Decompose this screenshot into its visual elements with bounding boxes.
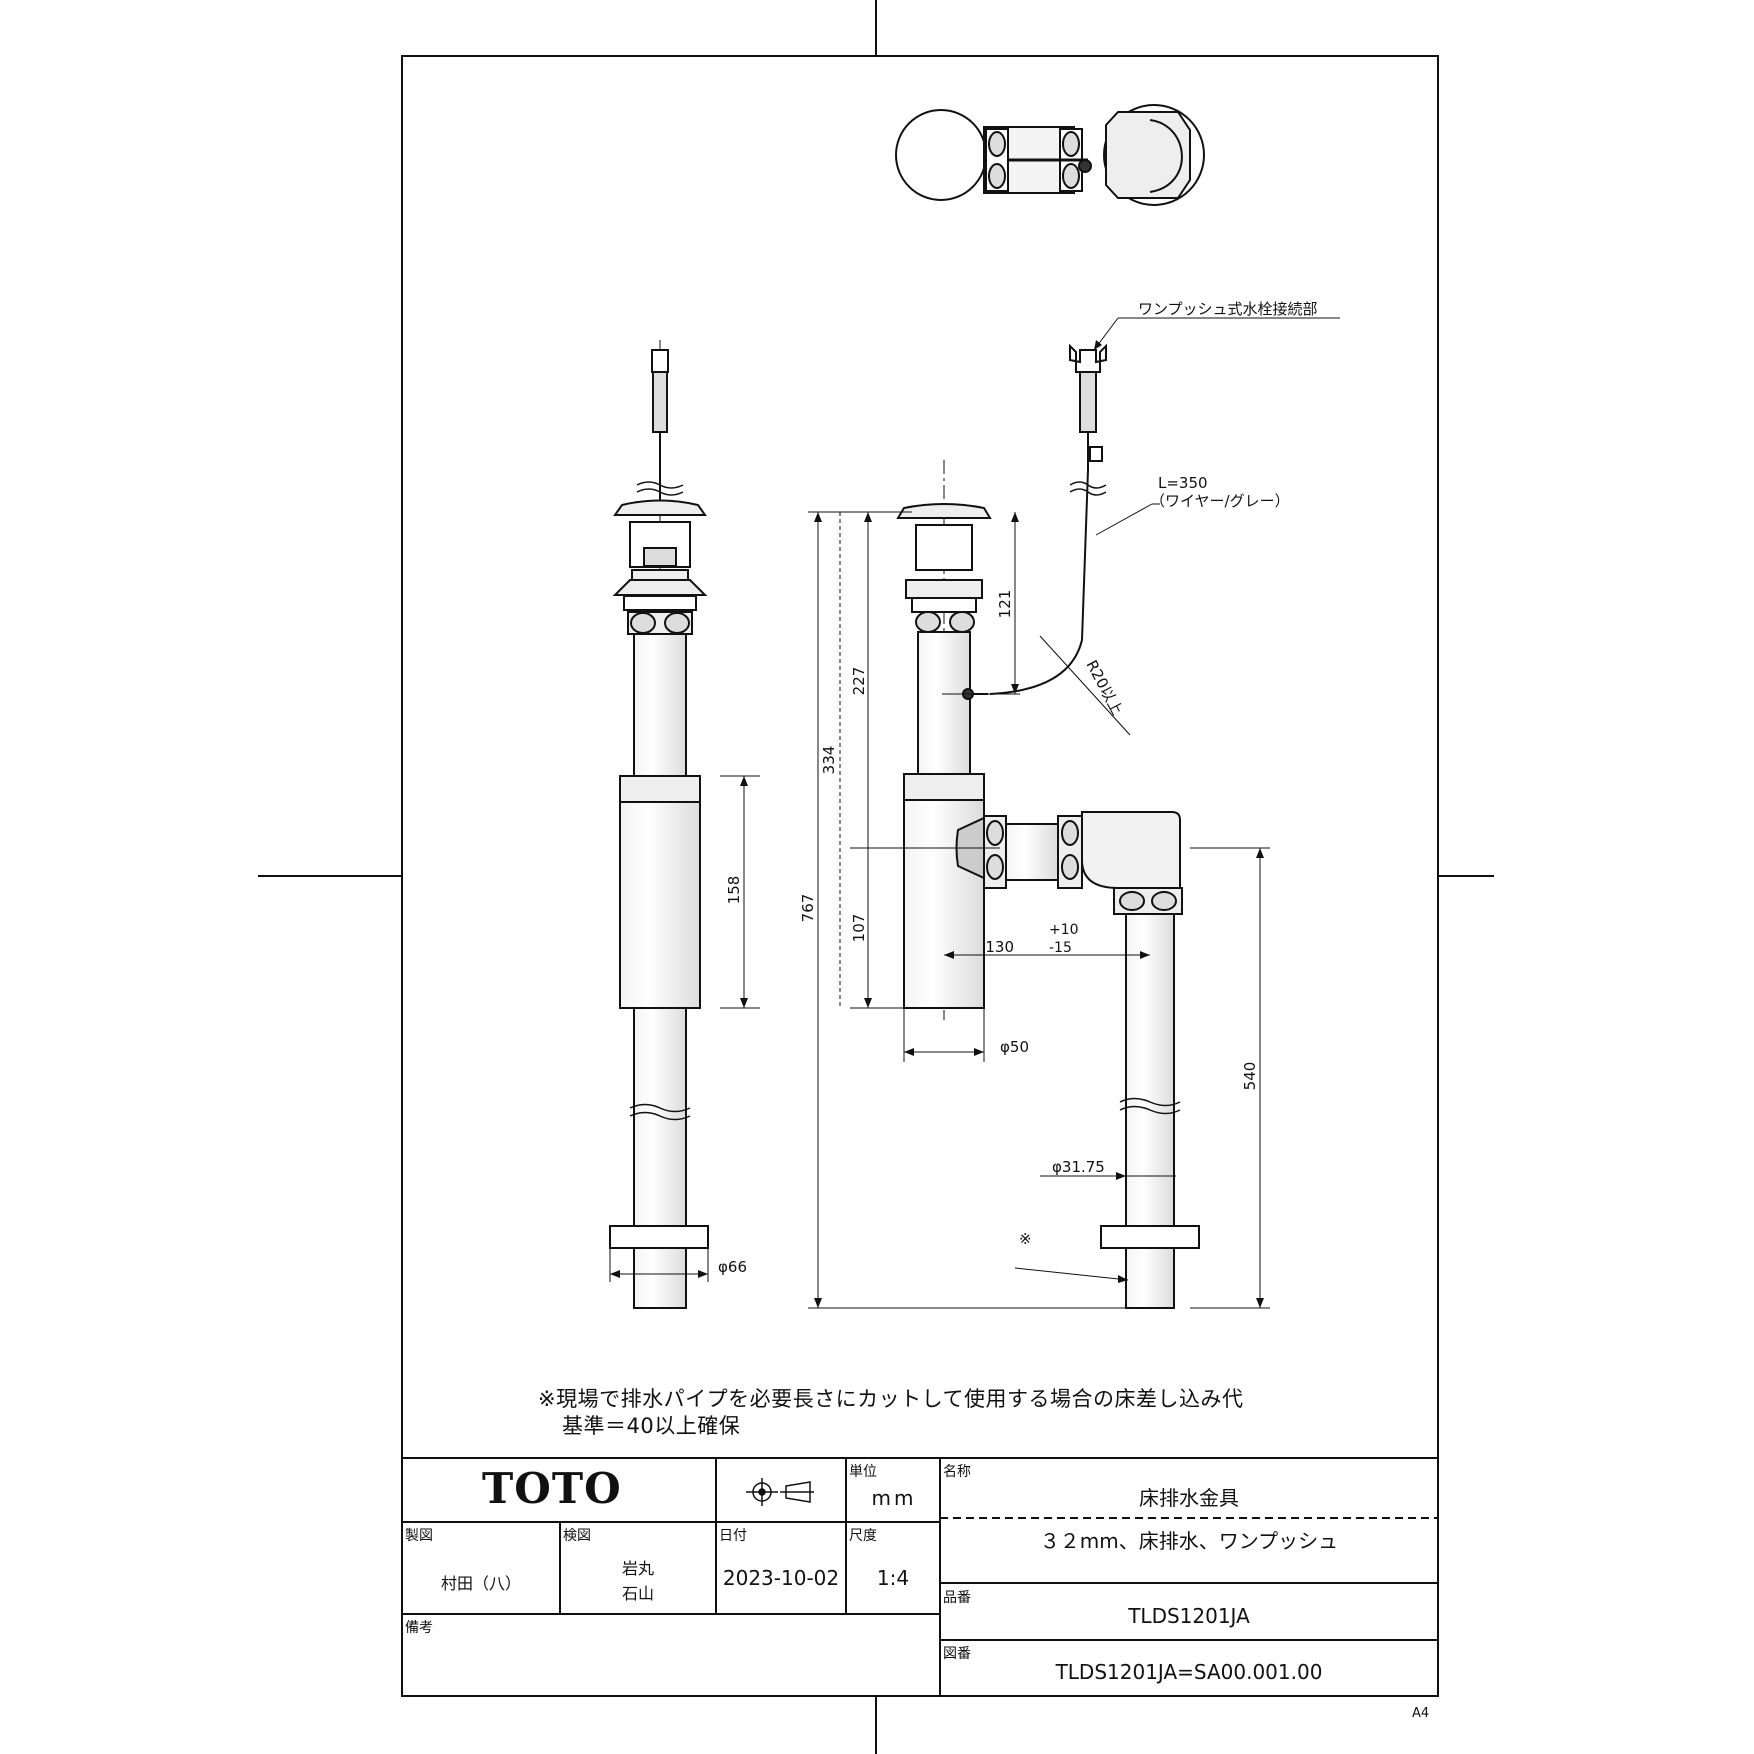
remarks-label: 備考 — [405, 1620, 433, 1636]
dim-phi31: φ31.75 — [1052, 1158, 1105, 1176]
callout-connector: ワンプッシュ式水栓接続部 — [1138, 300, 1318, 318]
scale-label: 尺度 — [849, 1528, 877, 1544]
drawn-value: 村田（八） — [440, 1574, 521, 1593]
dim-334: 334 — [820, 746, 838, 775]
checked-value-2: 石山 — [621, 1584, 654, 1603]
part-number-label: 品番 — [943, 1590, 971, 1606]
projection-symbol — [746, 1478, 814, 1506]
dim-767: 767 — [799, 894, 817, 923]
top-view — [895, 104, 1205, 206]
dim-phi50: φ50 — [1000, 1038, 1029, 1056]
callout-wire-desc: （ワイヤー/グレー） — [1150, 492, 1290, 510]
dimension-arrows — [610, 340, 1264, 1308]
drawing-number-label: 図番 — [943, 1646, 971, 1662]
dimension-lines — [609, 317, 1340, 1309]
dim-130: 130 — [985, 938, 1014, 956]
toto-logo: TOTO — [482, 1464, 622, 1513]
dim-121: 121 — [996, 590, 1014, 619]
name-label: 名称 — [943, 1464, 971, 1480]
dim-107: 107 — [850, 914, 868, 943]
checked-value-1: 岩丸 — [621, 1559, 654, 1578]
unit-value: mm — [871, 1486, 917, 1510]
name-value: 床排水金具 — [1139, 1486, 1239, 1510]
callout-bend-radius: R20以上 — [1082, 657, 1126, 718]
spec-value: ３２mm、床排水、ワンプッシュ — [1039, 1529, 1339, 1553]
dim-227: 227 — [850, 667, 868, 696]
dimension-texts: 121 227 334 767 107 158 540 130 +10 -15 … — [718, 300, 1318, 1276]
callout-cut-mark: ※ — [1019, 1230, 1032, 1248]
dim-tolerance-minus: -15 — [1049, 940, 1072, 956]
trap-elevation — [896, 343, 1200, 1309]
date-label: 日付 — [719, 1528, 747, 1544]
drawn-label: 製図 — [405, 1528, 433, 1544]
title-block-grid — [402, 1457, 1438, 1696]
part-number-value: TLDS1201JA — [1128, 1604, 1250, 1628]
cut-note-line2: 基準＝40以上確保 — [562, 1414, 741, 1438]
unit-label: 単位 — [849, 1464, 877, 1480]
scale-value: 1:4 — [876, 1566, 910, 1590]
left-elevation — [609, 340, 709, 1309]
sheet-frame — [258, 0, 1494, 1754]
dim-phi66: φ66 — [718, 1258, 747, 1276]
dim-540: 540 — [1241, 1062, 1259, 1091]
dim-158: 158 — [725, 876, 743, 905]
drawing-number-value: TLDS1201JA=SA00.001.00 — [1055, 1660, 1323, 1684]
sheet-size: A4 — [1412, 1706, 1430, 1721]
callout-wire-length: L=350 — [1158, 474, 1208, 492]
date-value: 2023-10-02 — [722, 1566, 840, 1590]
cut-note-line1: ※現場で排水パイプを必要長さにカットして使用する場合の床差し込み代 — [538, 1387, 1244, 1411]
dim-tolerance-plus: +10 — [1049, 922, 1079, 938]
checked-label: 検図 — [563, 1528, 591, 1544]
